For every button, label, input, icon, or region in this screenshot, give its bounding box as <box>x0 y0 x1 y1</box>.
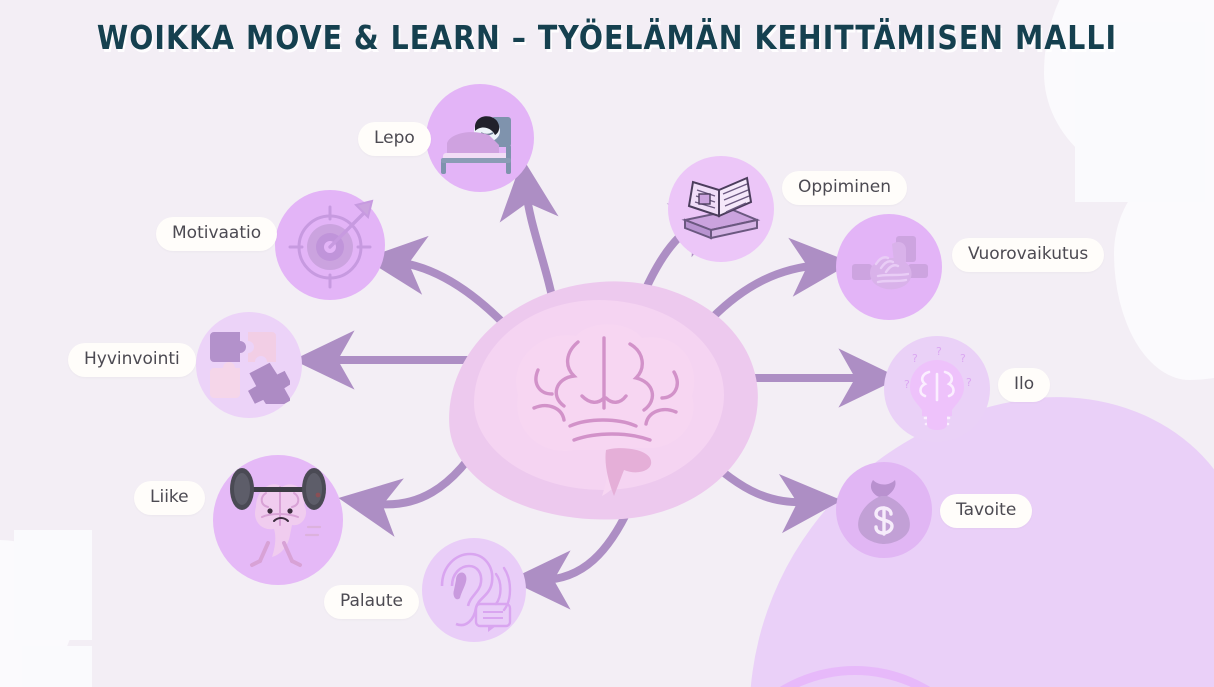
label-vuorovaikutus: Vuorovaikutus <box>952 238 1105 272</box>
label-oppiminen: Oppiminen <box>782 171 907 205</box>
sparkle-icon-bottom-left-1 <box>14 530 92 640</box>
label-hyvinvointi: Hyvinvointi <box>68 343 196 377</box>
white-blob-left <box>0 540 75 687</box>
white-blob-right <box>1114 150 1214 380</box>
target-arrow-icon <box>288 199 374 289</box>
svg-text:?: ? <box>960 352 966 365</box>
puzzle-pieces-icon <box>210 332 290 404</box>
svg-text:?: ? <box>936 346 942 358</box>
node-hyvinvointi[interactable] <box>196 312 302 418</box>
sleeping-person-in-bed-icon <box>441 116 511 174</box>
label-tavoite: Tavoite <box>940 494 1033 528</box>
node-oppiminen[interactable] <box>668 156 774 262</box>
label-motivaatio: Motivaatio <box>156 217 278 251</box>
node-ilo[interactable]: ??? ?? <box>884 336 990 442</box>
open-book-icon <box>681 176 761 240</box>
node-lepo[interactable] <box>426 84 534 192</box>
lightbulb-brain-icon: ??? ?? <box>904 346 972 430</box>
svg-text:?: ? <box>904 378 910 391</box>
brain-icon <box>516 324 695 496</box>
node-motivaatio[interactable] <box>275 190 385 300</box>
label-ilo: Ilo <box>998 368 1051 402</box>
money-bag-icon <box>858 480 910 544</box>
ear-speech-bubble-icon <box>440 552 512 632</box>
node-vuorovaikutus[interactable] <box>836 214 942 320</box>
node-tavoite[interactable] <box>836 462 932 558</box>
page-title: WOIKKA MOVE & LEARN – TYÖELÄMÄN KEHITTÄM… <box>96 18 1118 57</box>
svg-text:?: ? <box>966 376 972 389</box>
node-liike[interactable] <box>213 455 343 585</box>
handshake-icon <box>852 236 928 290</box>
sparkle-icon-bottom-left-2 <box>22 646 92 687</box>
label-lepo: Lepo <box>358 122 431 156</box>
label-palaute: Palaute <box>324 585 419 619</box>
arc-outer <box>707 666 1003 687</box>
node-palaute[interactable] <box>422 538 526 642</box>
svg-text:?: ? <box>912 352 918 365</box>
label-liike: Liike <box>134 481 205 515</box>
barbell-brain-icon <box>230 468 326 567</box>
